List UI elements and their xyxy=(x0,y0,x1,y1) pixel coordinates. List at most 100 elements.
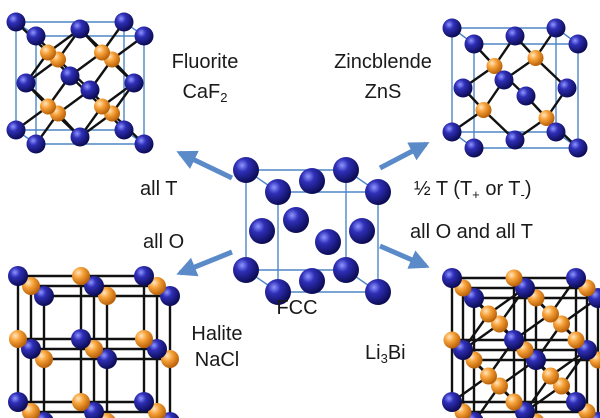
cation-atom xyxy=(542,305,559,323)
zincblende-name: Zincblende xyxy=(334,51,432,73)
arrow-label-all-t: all T xyxy=(140,178,178,200)
anion-atom xyxy=(34,286,54,306)
anion-atom xyxy=(134,26,154,46)
arrow-all-o-and-all-t xyxy=(379,243,430,269)
cation-atom xyxy=(505,393,523,411)
cation-atom xyxy=(35,350,53,368)
fluorite-unit-cell xyxy=(6,12,154,154)
cation-atom xyxy=(475,102,492,118)
cation-atom xyxy=(491,377,508,395)
anion-atom xyxy=(442,18,462,38)
halite-formula: NaCl xyxy=(194,349,240,371)
anion-atom xyxy=(505,130,525,150)
anion-atom xyxy=(315,229,341,255)
anion-atom xyxy=(557,78,577,98)
anion-atom xyxy=(442,268,462,288)
anion-atom xyxy=(71,329,91,349)
anion-atom xyxy=(464,138,484,158)
anion-atom xyxy=(299,168,325,194)
anion-atom xyxy=(365,279,391,305)
cation-atom xyxy=(72,393,90,411)
cation-atom xyxy=(98,287,116,305)
anion-atom xyxy=(80,80,100,100)
anion-atom xyxy=(333,157,359,183)
halite-name: Halite xyxy=(191,323,243,345)
fluorite-name: Fluorite xyxy=(171,51,239,73)
arrow-label-all-o: all O xyxy=(143,231,185,253)
arrow-label-half-t: ½ T (T+ or T-) xyxy=(414,177,532,201)
anion-atom xyxy=(6,12,26,32)
anion-atom xyxy=(516,86,536,106)
arrow-all-o xyxy=(176,249,233,277)
anion-atom xyxy=(97,349,117,369)
cation-atom xyxy=(538,110,555,126)
anion-atom xyxy=(70,19,90,39)
arrow-all-t xyxy=(176,150,234,181)
half-t-text: ½ T (T xyxy=(414,178,473,200)
arrow-label-all-o-and-all-t: all O and all T xyxy=(410,221,534,243)
li3bi-subscript: 3 xyxy=(380,351,388,366)
anion-atom xyxy=(233,257,259,283)
zincblende-formula: ZnS xyxy=(364,81,402,103)
anion-atom xyxy=(134,134,154,154)
cation-atom xyxy=(567,331,585,349)
anion-atom xyxy=(566,392,586,412)
anion-atom xyxy=(546,122,566,142)
cation-atom xyxy=(72,267,90,285)
cation-atom xyxy=(9,330,27,348)
anion-atom xyxy=(349,218,375,244)
anion-atom xyxy=(134,392,154,412)
halite-unit-cell xyxy=(8,266,180,418)
fluorite-formula: CaF2 xyxy=(160,80,250,104)
cation-atom xyxy=(40,44,56,61)
cation-atom xyxy=(505,269,523,287)
cation-atom xyxy=(491,315,508,333)
fluorite-formula-main: CaF xyxy=(182,81,221,103)
anion-atom xyxy=(26,134,46,154)
li3bi-bi: Bi xyxy=(387,342,406,364)
cation-atom xyxy=(40,98,56,115)
fcc-unit-cell xyxy=(233,157,391,305)
anion-atom xyxy=(114,12,134,32)
anion-atom xyxy=(124,73,144,93)
anion-atom xyxy=(568,138,588,158)
li3bi-li: Li xyxy=(365,342,381,364)
anion-atom xyxy=(160,286,180,306)
cation-atom xyxy=(94,98,110,115)
li3bi-unit-cell xyxy=(442,268,600,418)
anion-atom xyxy=(8,392,28,412)
anion-atom xyxy=(70,127,90,147)
anion-atom xyxy=(442,392,462,412)
anion-atom xyxy=(60,66,80,86)
anion-atom xyxy=(114,120,134,140)
cation-atom xyxy=(22,277,40,295)
anion-atom xyxy=(365,179,391,205)
cation-atom xyxy=(553,315,570,333)
cation-atom xyxy=(135,330,153,348)
anion-atom xyxy=(265,279,291,305)
half-t-or: or T xyxy=(479,178,521,200)
anion-atom xyxy=(299,268,325,294)
anion-atom xyxy=(16,73,36,93)
anion-atom xyxy=(453,78,473,98)
t-minus-subscript: - xyxy=(520,187,525,202)
half-t-close: ) xyxy=(524,178,532,200)
anion-atom xyxy=(566,268,586,288)
cation-atom xyxy=(527,50,544,66)
anion-atom xyxy=(494,70,514,90)
fcc-label: FCC xyxy=(276,297,318,319)
zincblende-unit-cell xyxy=(442,18,588,158)
anion-atom xyxy=(6,120,26,140)
anion-atom xyxy=(464,34,484,54)
cation-atom xyxy=(553,377,570,395)
cation-atom xyxy=(161,350,179,368)
t-plus-subscript: + xyxy=(472,187,480,202)
cation-atom xyxy=(480,305,497,323)
anion-atom xyxy=(249,218,275,244)
anion-atom xyxy=(546,18,566,38)
cation-atom xyxy=(480,367,497,385)
cation-atom xyxy=(443,331,461,349)
anion-atom xyxy=(8,266,28,286)
arrow-half-t xyxy=(378,141,430,171)
